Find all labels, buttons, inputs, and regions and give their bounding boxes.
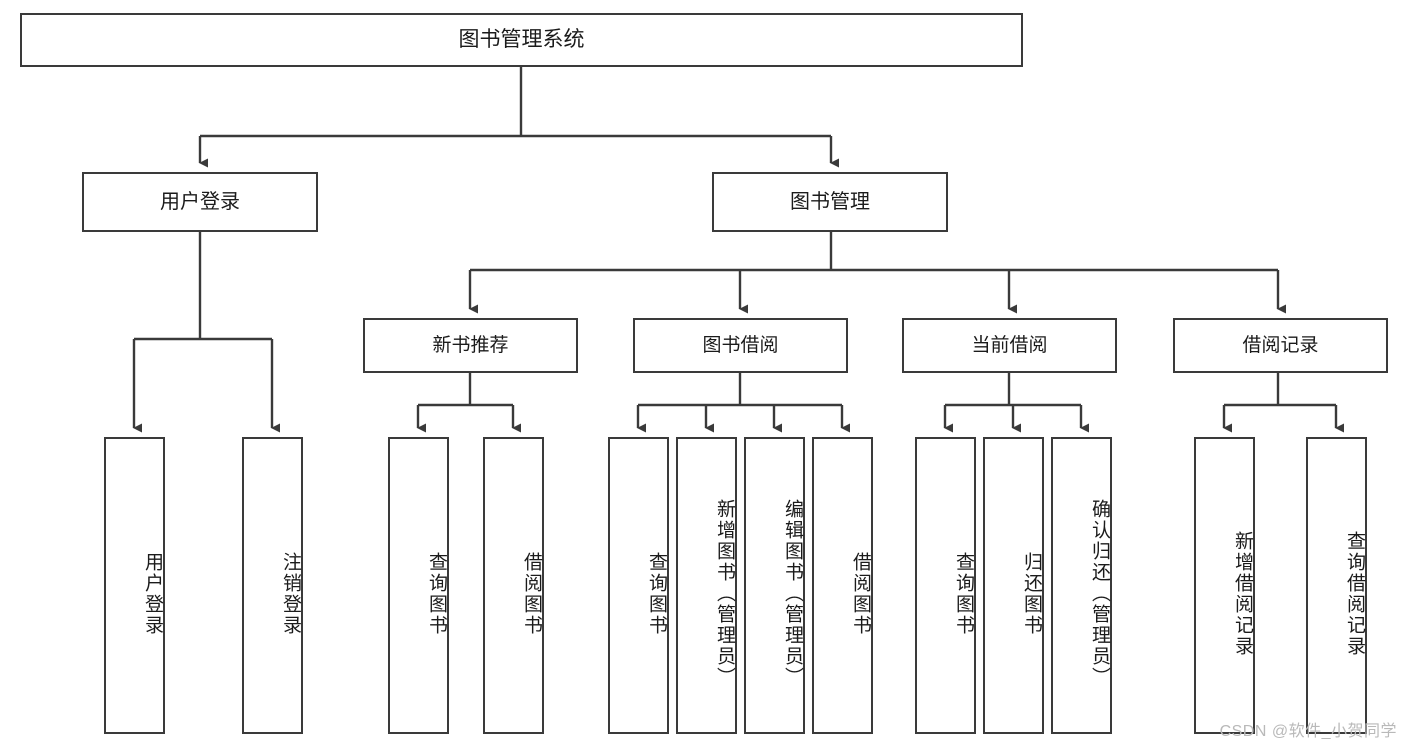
node-leaf-add-book[interactable]: 新增图书（管理员） [676,437,737,734]
node-label: 编辑图书（管理员） [782,499,803,688]
node-leaf-query-book-1[interactable]: 查询图书 [388,437,449,734]
node-leaf-confirm-return[interactable]: 确认归还（管理员） [1051,437,1112,734]
node-label: 新增图书（管理员） [714,499,735,688]
node-label: 查询图书 [953,551,974,636]
node-label: 图书管理 [790,190,870,213]
node-label: 图书管理系统 [458,28,585,52]
node-label: 查询借阅记录 [1344,530,1365,657]
node-label: 用户登录 [160,190,240,213]
node-book-management[interactable]: 图书管理 [712,172,948,232]
node-leaf-edit-book[interactable]: 编辑图书（管理员） [744,437,805,734]
csdn-watermark: CSDN @软件_小贺同学 [1219,723,1397,740]
node-label: 借阅记录 [1242,334,1319,356]
node-label: 借阅图书 [521,551,542,636]
node-new-book-recommend[interactable]: 新书推荐 [363,318,578,373]
node-leaf-user-login[interactable]: 用户登录 [104,437,165,734]
node-user-login[interactable]: 用户登录 [82,172,318,232]
node-leaf-borrow-book-2[interactable]: 借阅图书 [812,437,873,734]
node-leaf-query-record[interactable]: 查询借阅记录 [1306,437,1367,734]
node-label: 借阅图书 [850,551,871,636]
node-label: 确认归还（管理员） [1089,499,1110,688]
node-label: 查询图书 [426,551,447,636]
node-label: 当前借阅 [971,334,1048,356]
node-label: 新书推荐 [432,334,509,356]
node-label: 查询图书 [646,551,667,636]
node-borrow-record[interactable]: 借阅记录 [1173,318,1388,373]
node-leaf-add-record[interactable]: 新增借阅记录 [1194,437,1255,734]
node-label: 用户登录 [142,551,163,636]
node-current-borrow[interactable]: 当前借阅 [902,318,1117,373]
node-leaf-query-book-3[interactable]: 查询图书 [915,437,976,734]
node-leaf-logout[interactable]: 注销登录 [242,437,303,734]
node-label: 图书借阅 [702,334,779,356]
node-label: 归还图书 [1021,551,1042,636]
node-leaf-borrow-book-1[interactable]: 借阅图书 [483,437,544,734]
node-label: 新增借阅记录 [1232,530,1253,657]
node-leaf-query-book-2[interactable]: 查询图书 [608,437,669,734]
node-book-borrow[interactable]: 图书借阅 [633,318,848,373]
node-root-system[interactable]: 图书管理系统 [20,13,1023,67]
node-label: 注销登录 [280,551,301,636]
node-leaf-return-book[interactable]: 归还图书 [983,437,1044,734]
